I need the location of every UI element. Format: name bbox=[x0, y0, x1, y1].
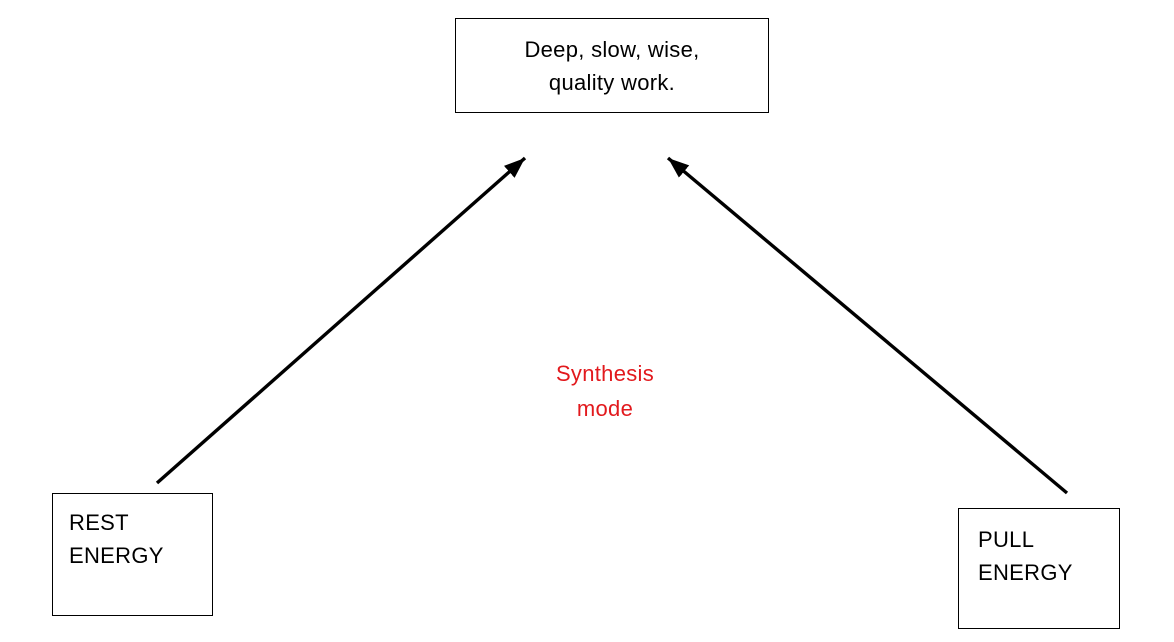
rest-to-deep-work-arrow bbox=[155, 156, 527, 485]
synthesis-mode-label: Synthesis mode bbox=[455, 356, 755, 426]
deep-work-box-line2: quality work. bbox=[548, 69, 676, 95]
deep-work-box-line1: Deep, slow, wise, bbox=[524, 36, 700, 62]
pull-energy-box: PULL ENERGY bbox=[958, 508, 1120, 629]
deep-work-box: Deep, slow, wise, quality work. bbox=[455, 18, 769, 113]
rest-energy-box-line1: REST bbox=[69, 510, 129, 535]
pull-to-deep-work-arrow bbox=[666, 156, 1069, 495]
rest-energy-box: REST ENERGY bbox=[52, 493, 213, 616]
synthesis-mode-label-line2: mode bbox=[576, 396, 634, 421]
pull-energy-box-line2: ENERGY bbox=[978, 560, 1073, 585]
rest-energy-box-line2: ENERGY bbox=[69, 543, 164, 568]
pull-energy-box-line1: PULL bbox=[978, 527, 1035, 552]
synthesis-mode-label-line1: Synthesis bbox=[555, 361, 655, 386]
